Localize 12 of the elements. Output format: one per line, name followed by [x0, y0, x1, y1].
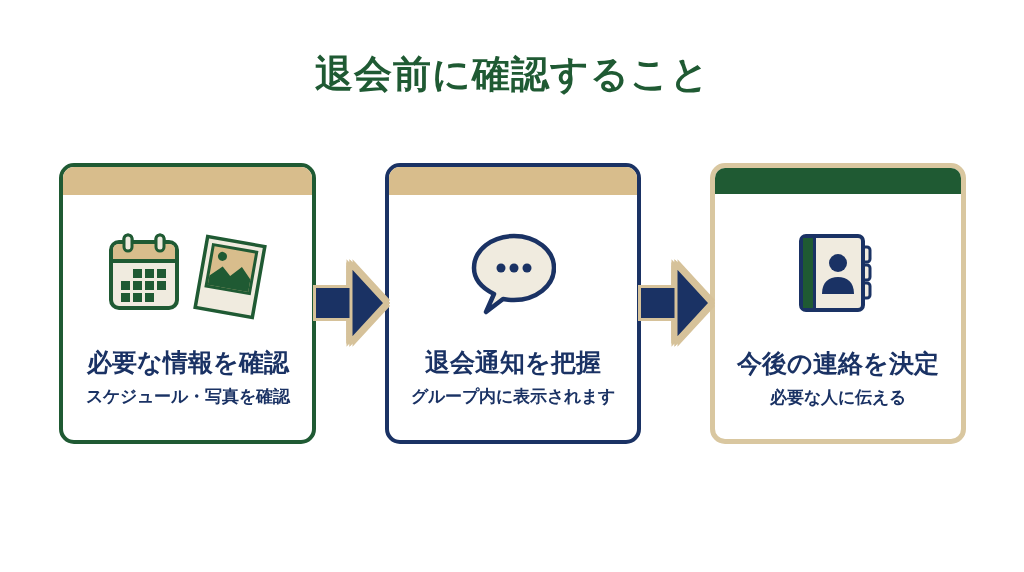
block-arrow [316, 264, 387, 342]
step-title: 退会通知を把握 [424, 347, 602, 379]
step-card [59, 163, 316, 444]
block-arrow [641, 264, 712, 342]
step-description: 必要な人に伝える [769, 386, 907, 408]
step-description: スケジュール・写真を確認 [84, 385, 292, 407]
step-title: 必要な情報を確認 [85, 347, 291, 379]
step-card [710, 163, 966, 444]
step-card [385, 163, 641, 444]
step-title: 今後の連絡を決定 [736, 348, 940, 380]
step-description: グループ内に表示されます [410, 385, 616, 407]
title: 退会前に確認すること [313, 51, 711, 98]
